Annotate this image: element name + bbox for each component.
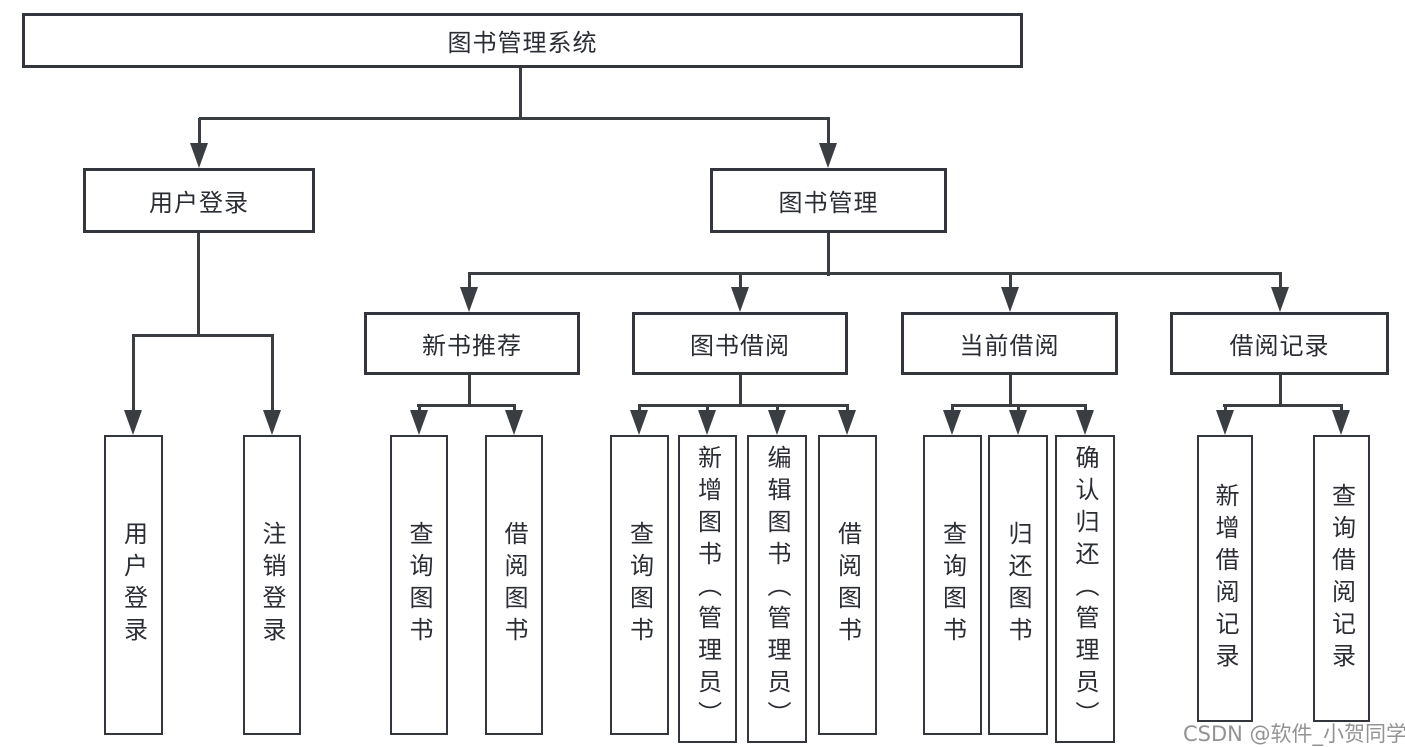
node-book-borrow: 图书借阅	[632, 312, 848, 375]
leaf-label: 借阅图书	[833, 521, 862, 649]
connector-current-down	[1009, 375, 1012, 407]
leaf-query-borrow-record: 查询借阅记录	[1313, 435, 1370, 722]
leaf-label: 用户登录	[119, 521, 148, 649]
leaf-borrow-books: 借阅图书	[818, 435, 877, 735]
leaf-user-login: 用户登录	[104, 435, 163, 735]
leaf-label: 确认归还（管理员）	[1071, 445, 1099, 733]
leaf-return-book: 归还图书	[988, 435, 1048, 735]
arrow-down-icon	[1332, 405, 1350, 435]
leaf-label: 查询图书	[938, 521, 967, 649]
arrow-down-icon	[460, 273, 478, 312]
node-user-login: 用户登录	[83, 168, 315, 233]
arrow-down-icon	[630, 405, 648, 435]
connector-userlogin-down	[197, 233, 200, 337]
leaf-label: 编辑图书（管理员）	[763, 445, 791, 733]
leaf-edit-book-admin: 编辑图书（管理员）	[747, 435, 807, 743]
leaf-add-borrow-record: 新增借阅记录	[1197, 435, 1253, 722]
arrow-down-icon	[731, 273, 749, 312]
arrow-down-icon	[819, 118, 837, 168]
arrow-down-icon	[410, 405, 428, 435]
node-current-borrow: 当前借阅	[901, 312, 1118, 375]
arrow-down-icon	[1001, 273, 1019, 312]
arrow-down-icon	[698, 405, 716, 435]
node-root: 图书管理系统	[22, 13, 1023, 68]
connector-recommend-down	[468, 375, 471, 407]
connector-level2-bus	[199, 117, 830, 120]
node-new-book-recommend-label: 新书推荐	[422, 332, 522, 360]
connector-borrow-down	[739, 375, 742, 407]
leaf-borrow-books-recommend: 借阅图书	[485, 435, 543, 735]
connector-bookmgmt-down	[827, 233, 830, 276]
arrow-down-icon	[1216, 405, 1234, 435]
arrow-down-icon	[1076, 405, 1094, 435]
arrow-down-icon	[943, 405, 961, 435]
leaf-query-books-borrow: 查询图书	[610, 435, 669, 735]
leaf-query-books-current: 查询图书	[923, 435, 982, 735]
leaf-label: 查询借阅记录	[1327, 482, 1356, 675]
connector-level3-bus	[468, 272, 1282, 275]
leaf-add-book-admin: 新增图书（管理员）	[678, 435, 737, 743]
node-new-book-recommend: 新书推荐	[364, 312, 580, 375]
node-current-borrow-label: 当前借阅	[959, 332, 1060, 360]
leaf-label: 新增借阅记录	[1211, 482, 1239, 675]
node-root-label: 图书管理系统	[447, 29, 598, 57]
arrow-down-icon	[505, 405, 523, 435]
arrow-down-icon	[190, 118, 208, 168]
node-borrow-records: 借阅记录	[1170, 312, 1389, 375]
leaf-label: 归还图书	[1004, 521, 1032, 649]
connector-recommend-bus	[417, 404, 516, 407]
watermark: CSDN @软件_小贺同学	[1183, 722, 1405, 746]
leaf-label: 查询图书	[625, 521, 654, 649]
node-book-management: 图书管理	[710, 168, 947, 233]
arrow-down-icon	[124, 335, 142, 435]
arrow-down-icon	[1009, 405, 1027, 435]
node-book-borrow-label: 图书借阅	[690, 332, 790, 360]
connector-userlogin-bus	[132, 334, 274, 337]
connector-root-down	[519, 68, 522, 120]
connector-borrow-bus	[638, 404, 849, 407]
leaf-label: 新增图书（管理员）	[693, 445, 722, 733]
leaf-label: 查询图书	[405, 521, 433, 649]
node-borrow-records-label: 借阅记录	[1229, 332, 1330, 360]
arrow-down-icon	[838, 405, 856, 435]
node-user-login-label: 用户登录	[149, 189, 249, 217]
arrow-down-icon	[263, 335, 281, 435]
leaf-logout: 注销登录	[243, 435, 301, 735]
leaf-query-books-recommend: 查询图书	[390, 435, 448, 735]
leaf-label: 借阅图书	[500, 521, 528, 649]
connector-records-down	[1279, 375, 1282, 407]
connector-records-bus	[1223, 404, 1343, 407]
leaf-confirm-return-admin: 确认归还（管理员）	[1055, 435, 1115, 743]
arrow-down-icon	[1271, 273, 1289, 312]
node-book-management-label: 图书管理	[778, 189, 879, 217]
leaf-label: 注销登录	[258, 521, 286, 649]
arrow-down-icon	[768, 405, 786, 435]
